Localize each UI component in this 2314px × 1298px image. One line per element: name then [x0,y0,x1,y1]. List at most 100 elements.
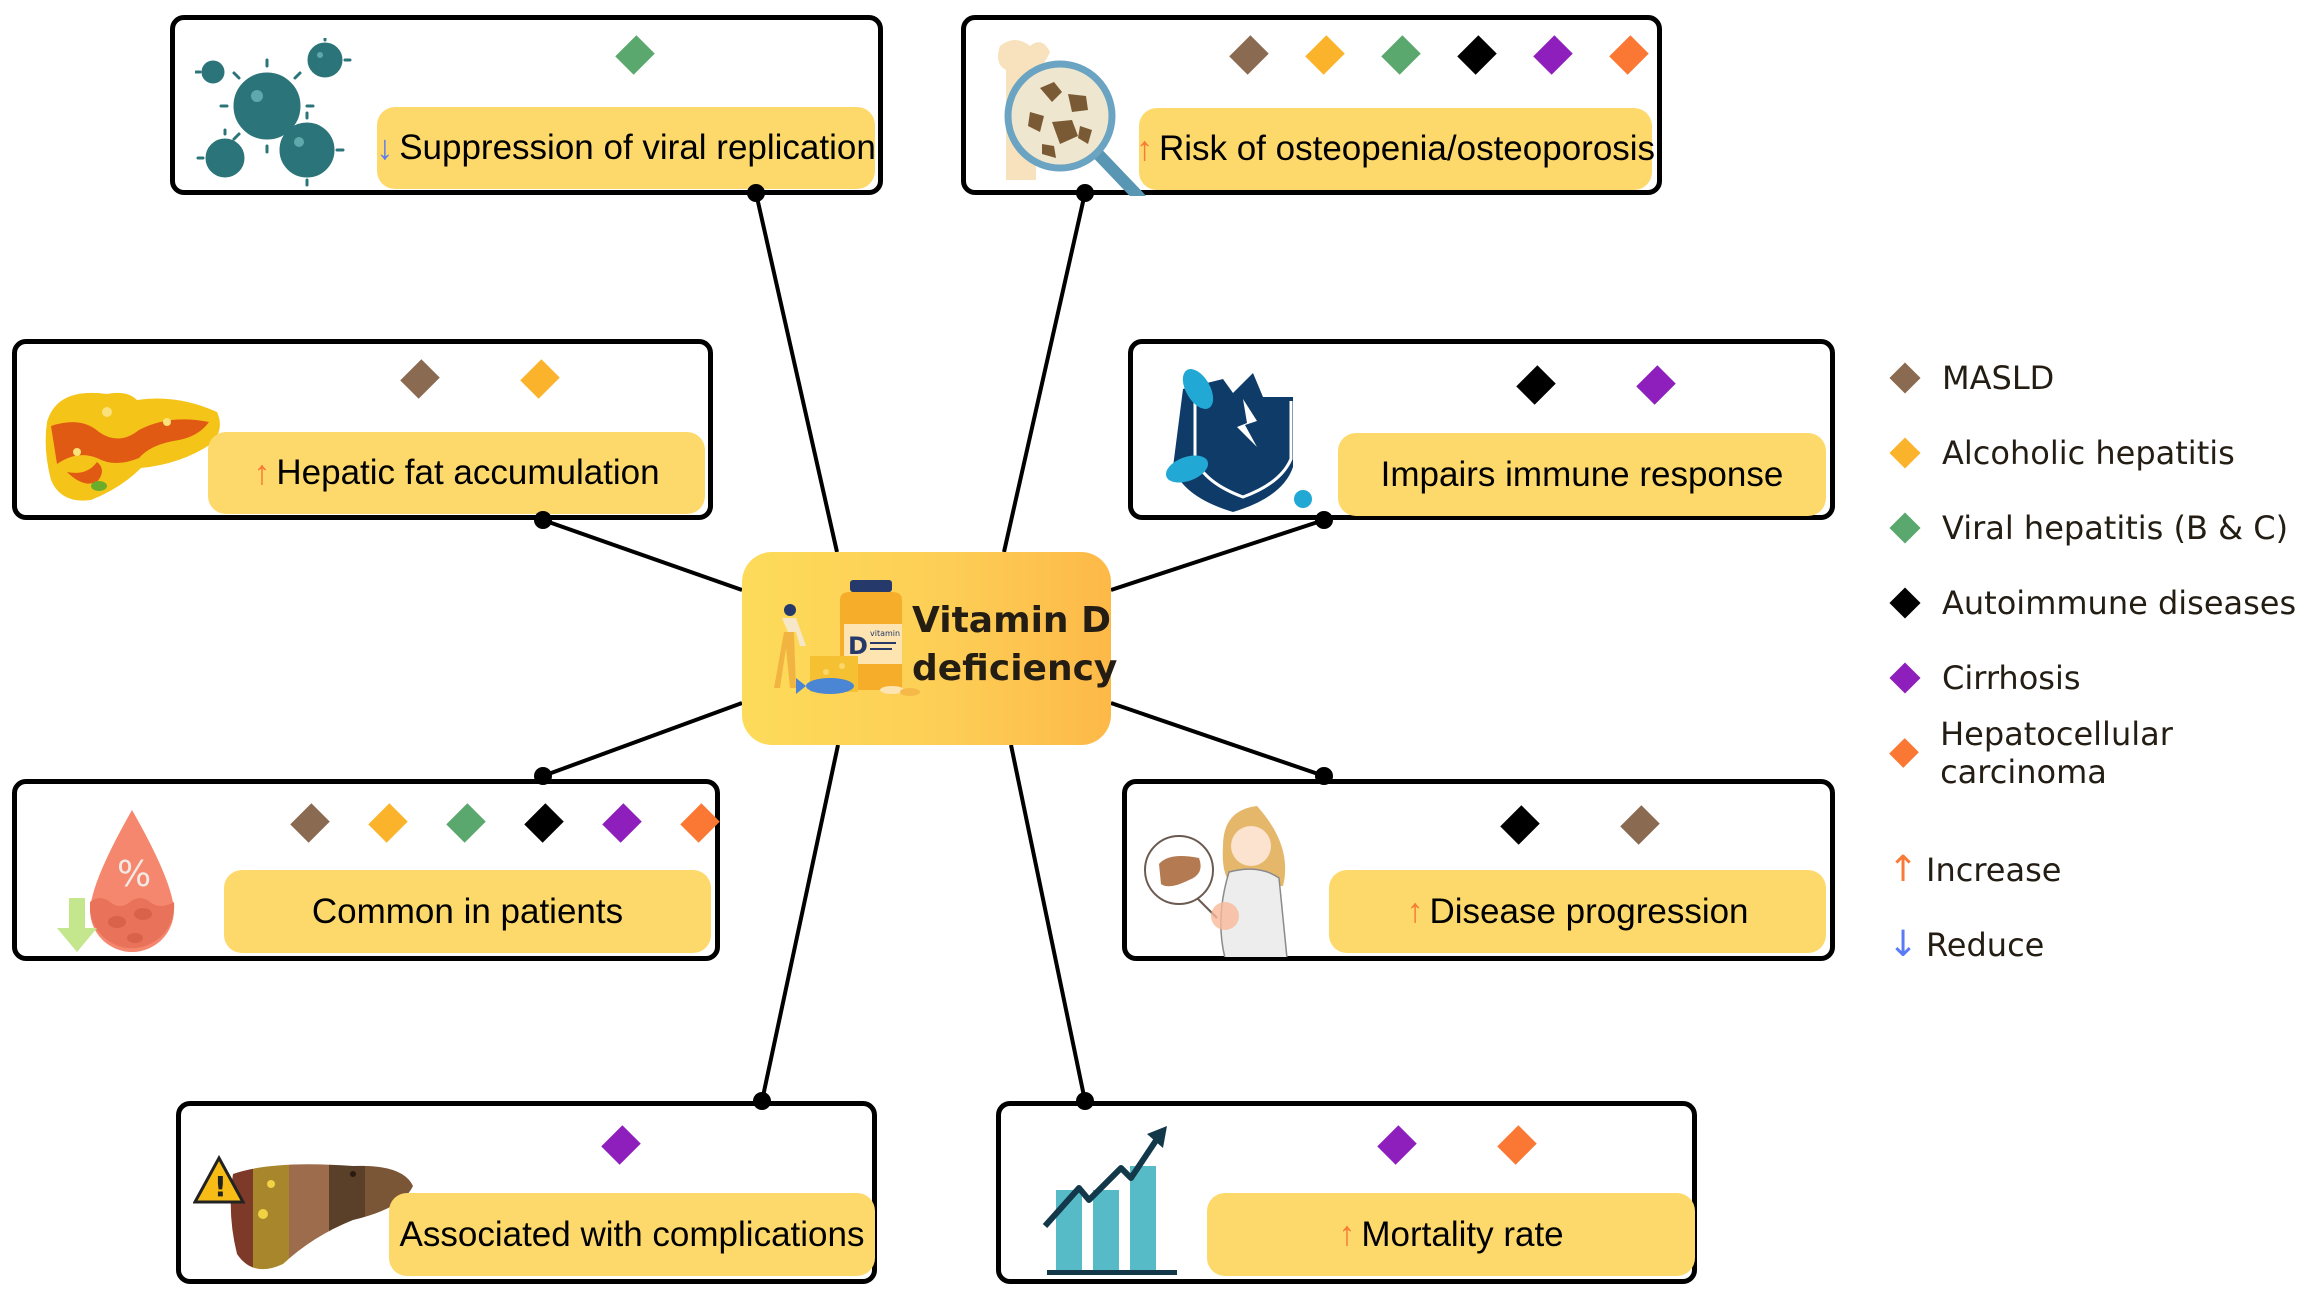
condition-marker-masld-icon [1229,35,1269,75]
condition-marker-alcoholic-icon [520,359,560,399]
effect-label-pill: ↑ Hepatic fat accumulation [208,432,705,514]
legend-item-reduce: ↓Reduce [1888,907,2061,982]
effect-box-immune-response: Impairs immune response [1128,339,1835,520]
svg-text:!: ! [214,1170,227,1203]
broken-shield-bacteria-icon [1153,359,1323,514]
effect-label-pill: Impairs immune response [1338,433,1826,516]
effect-box-common-in-patients: % Common in patients [12,779,720,961]
legend-label: MASLD [1942,358,2055,397]
condition-marker-cirrhosis-icon [1636,365,1676,405]
effect-label: Disease progression [1429,891,1749,931]
vitamin-d-bottle-icon: D vitamin [760,580,940,700]
connector-line-mortality [1009,744,1087,1102]
legend-item-cirrhosis: Cirrhosis [1888,640,2314,715]
connector-line-disease-progression [1110,701,1325,778]
effect-box-hepatic-fat: ↑ Hepatic fat accumulation [12,339,713,520]
effect-label-pill: ↑ Disease progression [1329,870,1826,953]
effect-label: Risk of osteopenia/osteoporosis [1158,129,1656,168]
condition-markers [1516,365,1676,408]
condition-markers [1500,805,1660,848]
condition-marker-autoimmune-icon [1500,805,1540,845]
effect-label-pill: Common in patients [224,870,711,953]
legend-label: Increase [1926,850,2062,889]
legend-item-hcc: Hepatocellular carcinoma [1888,714,2314,791]
legend-label: Hepatocellular carcinoma [1940,714,2173,791]
condition-legend: MASLD Alcoholic hepatitis Viral hepatiti… [1888,340,2314,791]
effect-box-osteoporosis: ↑ Risk of osteopenia/osteoporosis [961,15,1662,204]
bone-magnifier-icon [980,36,1150,204]
woman-liver-pain-icon [1139,802,1324,959]
connector-line-osteoporosis [1002,192,1087,553]
fatty-liver-icon [37,382,227,502]
central-node-title: Vitamin D deficiency [912,597,1117,693]
legend-item-alcoholic-hepatitis: Alcoholic hepatitis [1888,415,2314,490]
condition-marker-hcc-icon [1609,35,1649,75]
condition-marker-alcoholic-icon [368,803,408,843]
rising-bar-chart-icon [1031,1126,1181,1276]
condition-markers [290,803,720,846]
condition-marker-cirrhosis-icon [1377,1125,1417,1165]
increase-arrow-icon: ↑ [1135,129,1153,168]
effect-label: Mortality rate [1361,1214,1564,1254]
condition-marker-cirrhosis-icon [602,803,642,843]
condition-marker-autoimmune-icon [1516,365,1556,405]
svg-text:%: % [117,854,151,895]
condition-markers [400,359,560,402]
condition-marker-viral-icon [446,803,486,843]
legend-item-autoimmune: Autoimmune diseases [1888,565,2314,640]
diamond-icon [1889,361,1921,394]
connector-line-hepatic-fat [542,518,743,592]
connector-line-complications [760,744,840,1102]
effect-box-complications: ! Associated with complications [176,1101,877,1284]
legend-item-viral-hepatitis: Viral hepatitis (B & C) [1888,490,2314,565]
vitamin-label: vitamin [870,629,900,638]
legend-label: Cirrhosis [1942,658,2081,697]
liver-stages-warning-icon: ! [192,1144,418,1279]
condition-marker-cirrhosis-icon [601,1125,641,1165]
diamond-icon [1889,737,1919,768]
diamond-icon [1889,661,1921,694]
effect-box-viral-replication: ↓ Suppression of viral replication [170,15,883,195]
increase-arrow-icon: ↑ [253,453,271,492]
effect-label: Suppression of viral replication [399,128,876,167]
direction-legend: ↑Increase ↓Reduce [1888,832,2061,982]
condition-marker-hcc-icon [680,803,720,843]
condition-marker-autoimmune-icon [1457,35,1497,75]
effect-box-mortality: ↑ Mortality rate [996,1101,1697,1284]
diamond-icon [1889,436,1921,469]
increase-arrow-icon: ↑ [1338,1215,1356,1253]
condition-marker-viral-icon [615,35,655,75]
condition-markers [1229,35,1649,78]
condition-marker-cirrhosis-icon [1533,35,1573,75]
blood-drop-percent-icon: % [57,806,187,956]
condition-marker-masld-icon [400,359,440,399]
condition-markers [605,35,665,78]
connector-line-viral-replication [754,192,839,553]
condition-markers [1377,1125,1537,1168]
reduce-arrow-icon: ↓ [1888,924,1919,965]
diamond-icon [1889,511,1921,544]
effect-box-disease-progression: ↑ Disease progression [1122,779,1835,961]
condition-markers [591,1125,651,1168]
condition-marker-hcc-icon [1497,1125,1537,1165]
effect-label: Common in patients [311,891,624,931]
condition-marker-alcoholic-icon [1305,35,1345,75]
legend-label: Reduce [1926,925,2045,964]
condition-marker-viral-icon [1381,35,1421,75]
reduce-arrow-icon: ↓ [376,128,394,167]
effect-label-pill: ↑ Mortality rate [1207,1193,1695,1276]
diamond-icon [1889,586,1921,619]
svg-text:D: D [848,632,868,660]
central-node-vitamin-d-deficiency: D vitamin Vitamin D deficiency [742,552,1117,745]
connector-line-common-in-patients [542,701,743,778]
effect-label-pill: Associated with complications [389,1193,875,1276]
effect-label: Associated with complications [399,1214,865,1254]
increase-arrow-icon: ↑ [1888,849,1919,890]
legend-label: Alcoholic hepatitis [1942,433,2235,472]
condition-marker-masld-icon [1620,805,1660,845]
effect-label: Hepatic fat accumulation [276,453,660,492]
effect-label-pill: ↑ Risk of osteopenia/osteoporosis [1135,108,1656,190]
legend-label: Autoimmune diseases [1942,583,2297,622]
effect-label-pill: ↓ Suppression of viral replication [376,107,876,189]
